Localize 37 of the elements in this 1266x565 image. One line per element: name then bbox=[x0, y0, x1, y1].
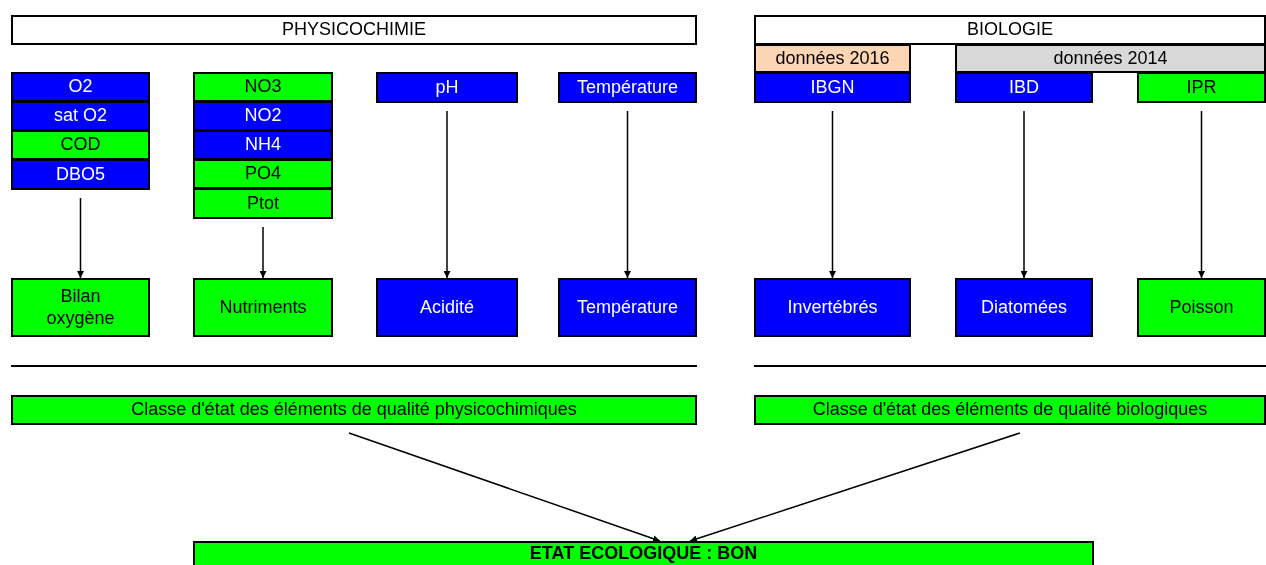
parameter-box: PHYSICOCHIMIE bbox=[11, 15, 697, 45]
parameter-box: NO3 bbox=[193, 72, 333, 102]
arrow bbox=[1198, 110, 1205, 279]
parameter-box: Classe d'état des éléments de qualité physicochimiques bbox=[11, 395, 697, 425]
arrow bbox=[829, 110, 836, 279]
parameter-box: Température bbox=[558, 72, 697, 103]
parameter-box: IBD bbox=[955, 72, 1093, 103]
arrow bbox=[259, 226, 267, 279]
parameter-box: ETAT ECOLOGIQUE : BON bbox=[193, 541, 1094, 565]
arrow bbox=[1020, 110, 1028, 279]
parameter-box: NO2 bbox=[193, 101, 333, 131]
arrow bbox=[443, 110, 451, 279]
arrow bbox=[77, 197, 84, 279]
parameter-box: Poisson bbox=[1137, 278, 1266, 337]
arrow bbox=[689, 432, 1021, 543]
parameter-box: sat O2 bbox=[11, 101, 150, 131]
parameter-box: IBGN bbox=[754, 72, 911, 103]
parameter-box: IPR bbox=[1137, 72, 1266, 103]
arrow bbox=[624, 110, 631, 279]
parameter-box: DBO5 bbox=[11, 159, 150, 190]
parameter-box: Nutriments bbox=[193, 278, 333, 337]
parameter-box: données 2014 bbox=[955, 44, 1266, 73]
parameter-box: pH bbox=[376, 72, 518, 103]
parameter-box: Classe d'état des éléments de qualité biologiques bbox=[754, 395, 1266, 425]
parameter-box: Température bbox=[558, 278, 697, 337]
parameter-box: Bilan oxygène bbox=[11, 278, 150, 337]
parameter-box: COD bbox=[11, 130, 150, 160]
parameter-box: NH4 bbox=[193, 130, 333, 160]
parameter-box: PO4 bbox=[193, 159, 333, 189]
parameter-box: BIOLOGIE bbox=[754, 15, 1266, 45]
parameter-box: Acidité bbox=[376, 278, 518, 337]
parameter-box: O2 bbox=[11, 72, 150, 102]
parameter-box: Ptot bbox=[193, 188, 333, 219]
arrow bbox=[348, 432, 661, 542]
parameter-box: Diatomées bbox=[955, 278, 1093, 337]
parameter-box: Invertébrés bbox=[754, 278, 911, 337]
parameter-box: données 2016 bbox=[754, 44, 911, 73]
